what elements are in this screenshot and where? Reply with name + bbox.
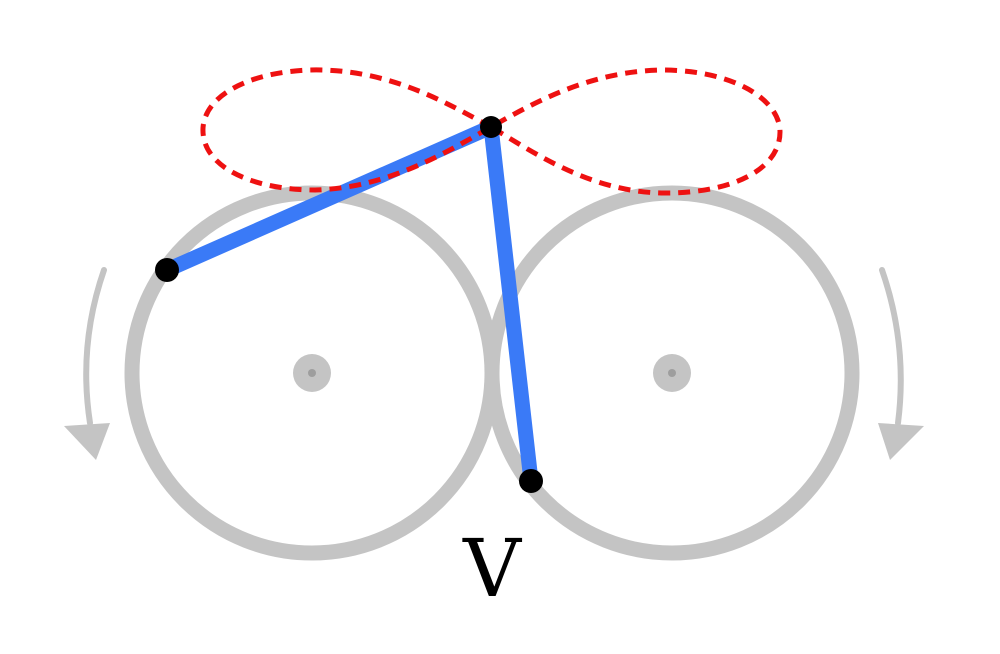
left-rotation-arrow-icon — [64, 267, 110, 460]
diagram-label: V — [462, 522, 522, 615]
right-wheel-rim — [484, 185, 860, 561]
left-wheel-axle — [308, 369, 316, 377]
right-wheel — [484, 185, 860, 561]
left-connecting-rod — [159, 119, 499, 278]
apex-joint — [480, 116, 502, 138]
right-wheel-axle — [668, 369, 676, 377]
left-wheel — [124, 185, 500, 561]
left-crank-joint — [155, 258, 179, 282]
right-connecting-rod — [483, 119, 539, 489]
right-crank-joint — [519, 469, 543, 493]
right-rotation-arrow-icon — [878, 267, 924, 460]
